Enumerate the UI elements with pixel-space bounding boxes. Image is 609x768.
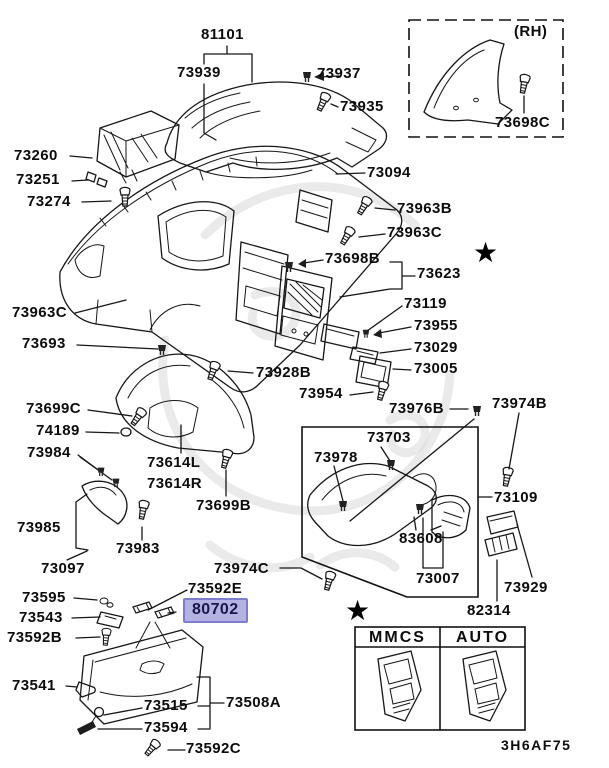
diagram-code: 3H6AF75 xyxy=(501,737,572,753)
part-label-73939: 73939 xyxy=(177,64,221,81)
switch-lid-drawings xyxy=(472,405,519,557)
rh-side-label: (RH) xyxy=(514,23,548,40)
rh-inset-box xyxy=(408,19,564,138)
part-label-73274: 73274 xyxy=(27,193,71,210)
part-label-73005: 73005 xyxy=(414,360,458,377)
part-label-83608: 83608 xyxy=(399,530,443,547)
part-label-73954: 73954 xyxy=(299,385,343,402)
part-label-81101: 81101 xyxy=(201,26,244,43)
part-label-73508A: 73508A xyxy=(226,694,281,711)
center-panel-drawing xyxy=(274,261,333,361)
part-label-73109: 73109 xyxy=(494,489,538,506)
part-label-73594: 73594 xyxy=(144,719,188,736)
star-marker: ★ xyxy=(473,237,499,268)
part-label-73699C: 73699C xyxy=(26,400,81,417)
part-label-73592B: 73592B xyxy=(7,629,62,646)
part-label-73963C-right: 73963C xyxy=(387,224,442,241)
part-label-73592E: 73592E xyxy=(188,580,243,597)
part-label-73592C: 73592C xyxy=(186,740,241,757)
part-label-73623: 73623 xyxy=(417,265,461,282)
part-label-73935: 73935 xyxy=(340,98,384,115)
part-label-73983: 73983 xyxy=(116,540,160,557)
meter-hood-drawing xyxy=(164,81,388,179)
part-label-73698C: 73698C xyxy=(495,114,550,131)
table-header-mmcs: MMCS xyxy=(369,629,426,646)
part-label-73094: 73094 xyxy=(367,164,411,181)
part-label-73985: 73985 xyxy=(17,519,61,536)
part-label-74189: 74189 xyxy=(36,422,80,439)
table-header-auto: AUTO xyxy=(455,629,510,646)
part-label-73007: 73007 xyxy=(416,570,460,587)
part-label-73929: 73929 xyxy=(504,579,548,596)
part-label-73978: 73978 xyxy=(314,449,358,466)
lower-cover-group-box xyxy=(301,426,479,598)
part-label-73541: 73541 xyxy=(12,677,56,694)
part-label-73614R: 73614R xyxy=(147,475,202,492)
part-label-73251: 73251 xyxy=(16,171,60,188)
watermark-ornament xyxy=(158,182,455,573)
part-label-73029: 73029 xyxy=(414,339,458,356)
part-label-73097: 73097 xyxy=(41,560,85,577)
hook-panel-drawing xyxy=(81,480,128,525)
variant-table xyxy=(354,626,526,731)
part-label-73543: 73543 xyxy=(19,609,63,626)
part-label-73974B: 73974B xyxy=(492,395,547,412)
knee-panel-drawing xyxy=(115,353,255,455)
fastener-drawings xyxy=(97,71,390,592)
part-label-73260: 73260 xyxy=(14,147,58,164)
star-marker: ★ xyxy=(345,595,371,626)
part-label-73963B: 73963B xyxy=(397,200,452,217)
part-label-73614L: 73614L xyxy=(147,454,201,471)
part-label-73963C-left: 73963C xyxy=(12,304,67,321)
part-label-73703: 73703 xyxy=(367,429,411,446)
part-label-73515: 73515 xyxy=(144,697,188,714)
leader-lines xyxy=(65,45,533,751)
instrument-panel-drawing xyxy=(59,145,403,393)
glove-box-drawing xyxy=(75,597,204,759)
module-73260-drawing xyxy=(85,110,180,188)
part-label-80702-highlighted[interactable]: 80702 xyxy=(183,598,248,623)
part-label-73976B: 73976B xyxy=(389,400,444,417)
part-label-73928B: 73928B xyxy=(256,364,311,381)
part-label-73595: 73595 xyxy=(22,589,66,606)
part-label-73699B: 73699B xyxy=(196,497,251,514)
part-label-82314: 82314 xyxy=(467,602,511,619)
part-label-73955: 73955 xyxy=(414,317,458,334)
part-label-73693: 73693 xyxy=(22,335,66,352)
part-label-73937: 73937 xyxy=(317,65,361,82)
part-label-73698B: 73698B xyxy=(325,250,380,267)
part-label-73984: 73984 xyxy=(27,444,71,461)
part-label-73119: 73119 xyxy=(404,295,447,312)
part-label-73974C: 73974C xyxy=(214,560,269,577)
